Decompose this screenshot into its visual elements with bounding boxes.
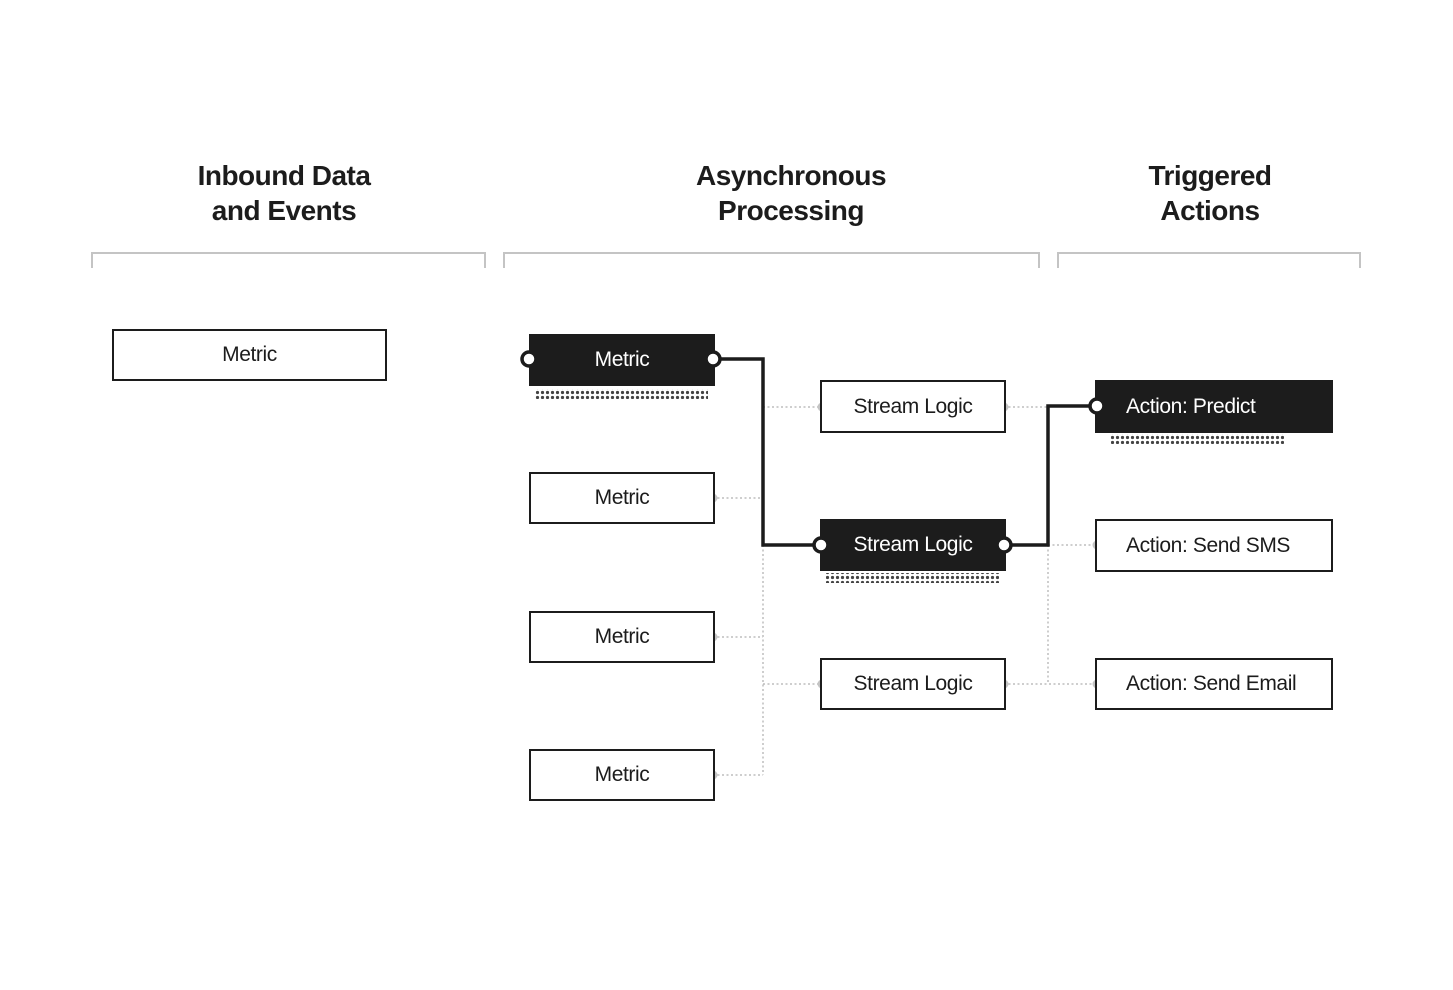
metric-node-2[interactable]: Metric — [529, 472, 715, 524]
active-connection-stream-to-predict — [1004, 404, 1097, 547]
heading-inbound-line1: Inbound Data — [197, 160, 371, 191]
stream-logic-node-3[interactable]: Stream Logic — [820, 658, 1006, 710]
stream-logic-label: Stream Logic — [853, 672, 973, 695]
action-label: Action: Predict — [1126, 394, 1256, 418]
metric-node-4[interactable]: Metric — [529, 749, 715, 801]
port-metric-in — [520, 350, 538, 368]
heading-actions-line1: Triggered — [1148, 160, 1272, 191]
heading-processing-line2: Processing — [718, 195, 864, 226]
metric-node-3[interactable]: Metric — [529, 611, 715, 663]
action-predict-shadow-stipple — [1111, 434, 1284, 444]
metric-node-label: Metric — [594, 486, 650, 509]
heading-actions-line2: Actions — [1160, 195, 1260, 226]
inbound-metric-label: Metric — [222, 343, 277, 366]
port-predict-in — [1088, 397, 1106, 415]
metric-node-label: Metric — [594, 348, 650, 371]
bracket-actions — [1057, 252, 1361, 268]
metric-node-label: Metric — [594, 625, 650, 648]
stream-logic-node-1[interactable]: Stream Logic — [820, 380, 1006, 433]
heading-inbound-line2: and Events — [211, 195, 357, 226]
port-metric-out — [704, 350, 722, 368]
port-stream-in — [812, 536, 830, 554]
column-heading-actions: Triggered Actions — [1060, 158, 1360, 228]
inactive-connections-metrics — [713, 406, 822, 776]
metric-node-1[interactable]: Metric — [529, 334, 715, 386]
port-stream-out — [995, 536, 1013, 554]
inactive-connections-actions — [1004, 406, 1097, 685]
metric-node-label: Metric — [594, 763, 650, 786]
column-heading-inbound: Inbound Data and Events — [134, 158, 434, 228]
action-label: Action: Send SMS — [1126, 533, 1291, 557]
action-node-send-email[interactable]: Action: Send Email — [1095, 658, 1333, 710]
action-node-send-sms[interactable]: Action: Send SMS — [1095, 519, 1333, 572]
bracket-processing — [503, 252, 1040, 268]
action-node-predict[interactable]: Action: Predict — [1095, 380, 1333, 433]
active-connection-metric-to-stream — [713, 357, 821, 547]
stream-logic-shadow-stipple — [826, 573, 999, 583]
stream-logic-label: Stream Logic — [853, 533, 973, 556]
metric-shadow-stipple — [535, 389, 708, 399]
bracket-inbound — [91, 252, 486, 268]
action-label: Action: Send Email — [1126, 672, 1297, 695]
stream-logic-label: Stream Logic — [853, 394, 973, 418]
column-heading-processing: Asynchronous Processing — [641, 158, 941, 228]
inbound-metric-node[interactable]: Metric — [112, 329, 387, 381]
heading-processing-line1: Asynchronous — [695, 160, 887, 191]
